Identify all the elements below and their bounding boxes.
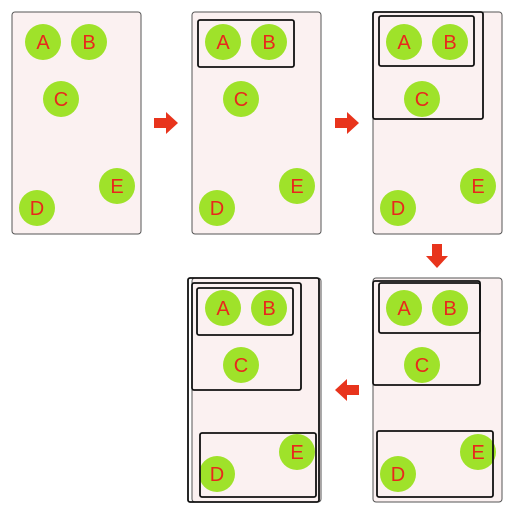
node-label: D [391, 464, 405, 486]
node-a: A [386, 290, 422, 326]
panel-step-5: A B C D E [187, 277, 322, 503]
node-b: B [432, 24, 468, 60]
node-c: C [223, 347, 259, 383]
node-circle [199, 456, 235, 492]
arrow-right-icon [154, 112, 178, 134]
node-circle [380, 456, 416, 492]
node-label: A [36, 32, 50, 54]
node-circle [205, 24, 241, 60]
node-circle [19, 190, 55, 226]
node-b: B [251, 24, 287, 60]
cluster-box-abc [372, 280, 481, 386]
cluster-box-de [376, 430, 494, 498]
node-circle [205, 290, 241, 326]
node-label: E [471, 176, 484, 198]
node-a: A [205, 24, 241, 60]
node-e: E [460, 434, 496, 470]
arrow-down-icon [426, 244, 448, 268]
panel-step-1: A B C D E [11, 11, 142, 235]
node-label: D [30, 198, 44, 220]
node-circle [43, 81, 79, 117]
node-label: D [391, 198, 405, 220]
node-label: B [82, 32, 95, 54]
node-circle [404, 81, 440, 117]
node-circle [223, 347, 259, 383]
node-circle [404, 347, 440, 383]
node-d: D [19, 190, 55, 226]
node-a: A [205, 290, 241, 326]
node-d: D [380, 190, 416, 226]
node-d: D [199, 190, 235, 226]
cluster-box-ab [197, 19, 295, 68]
node-circle [380, 190, 416, 226]
node-circle [460, 168, 496, 204]
node-label: A [216, 32, 230, 54]
node-circle [71, 24, 107, 60]
panel-step-3: A B C D E [372, 11, 503, 235]
cluster-box-de [199, 432, 317, 498]
node-label: A [397, 32, 411, 54]
node-label: C [234, 89, 248, 111]
node-d: D [199, 456, 235, 492]
node-label: C [415, 89, 429, 111]
node-label: C [234, 355, 248, 377]
node-circle [432, 290, 468, 326]
node-circle [279, 168, 315, 204]
node-b: B [432, 290, 468, 326]
node-label: D [210, 464, 224, 486]
panel-step-2: A B C D E [191, 11, 322, 235]
node-e: E [99, 168, 135, 204]
node-circle [460, 434, 496, 470]
node-label: E [471, 442, 484, 464]
node-e: E [460, 168, 496, 204]
node-circle [386, 24, 422, 60]
arrow-right-icon [335, 112, 359, 134]
arrow-left-icon [335, 379, 359, 401]
cluster-box-abc [191, 282, 302, 391]
node-circle [199, 190, 235, 226]
node-circle [251, 290, 287, 326]
node-c: C [43, 81, 79, 117]
node-label: A [397, 298, 411, 320]
node-label: B [443, 32, 456, 54]
node-e: E [279, 434, 315, 470]
node-label: C [54, 89, 68, 111]
cluster-box-ab [378, 15, 475, 67]
cluster-box-abcde [187, 277, 320, 503]
node-circle [386, 290, 422, 326]
node-a: A [25, 24, 61, 60]
node-e: E [279, 168, 315, 204]
node-circle [251, 24, 287, 60]
node-label: C [415, 355, 429, 377]
node-c: C [223, 81, 259, 117]
node-b: B [71, 24, 107, 60]
node-a: A [386, 24, 422, 60]
panel-step-4: A B C D E [372, 277, 503, 503]
node-circle [279, 434, 315, 470]
node-label: E [290, 176, 303, 198]
node-circle [99, 168, 135, 204]
cluster-box-abc [372, 11, 484, 120]
node-label: D [210, 198, 224, 220]
node-label: E [290, 442, 303, 464]
node-label: E [110, 176, 123, 198]
node-label: A [216, 298, 230, 320]
cluster-box-ab [196, 287, 294, 336]
node-c: C [404, 347, 440, 383]
node-label: B [262, 32, 275, 54]
node-label: B [443, 298, 456, 320]
node-b: B [251, 290, 287, 326]
node-d: D [380, 456, 416, 492]
node-circle [25, 24, 61, 60]
node-circle [432, 24, 468, 60]
node-circle [223, 81, 259, 117]
node-label: B [262, 298, 275, 320]
node-c: C [404, 81, 440, 117]
